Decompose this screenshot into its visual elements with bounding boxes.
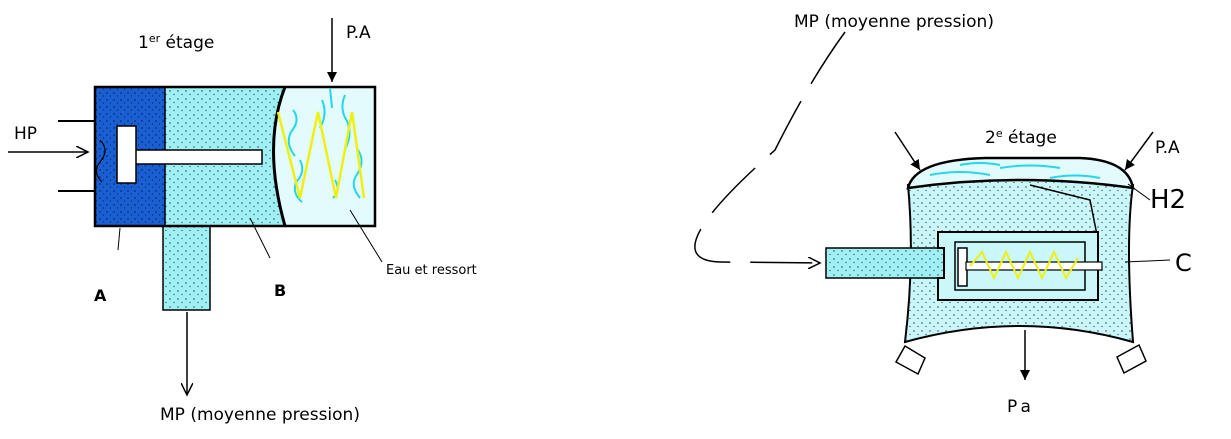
stage1-pa-label: P.A bbox=[346, 23, 371, 43]
chamber-c-label: C bbox=[1175, 249, 1192, 277]
stage1-mp-label: MP (moyenne pression) bbox=[160, 405, 360, 425]
stage1-valve-head bbox=[116, 125, 137, 184]
stage1-diaphragm bbox=[272, 86, 287, 227]
stage2-support-right bbox=[1116, 343, 1147, 375]
stage1-regulator: 1er étage P.A HP A B Eau et ressort MP (… bbox=[8, 18, 477, 425]
stage2-lever bbox=[1029, 184, 1099, 241]
stage2-title: 2e étage bbox=[985, 127, 1057, 148]
membrane-leader bbox=[1127, 183, 1151, 201]
stage2-membrane bbox=[906, 156, 1135, 190]
stage2-pa-arrow-left bbox=[894, 131, 921, 171]
chamber-b-label: B bbox=[274, 281, 286, 300]
stage2-pa-label: P.A bbox=[1155, 138, 1180, 158]
stage2-mp-inlet-curve bbox=[694, 31, 846, 263]
stage2-regulator: MP (moyenne pression) 2e étage P.A H2 C … bbox=[694, 12, 1192, 417]
stage1-valve-stem bbox=[131, 149, 263, 165]
chamber-c-leader bbox=[1124, 259, 1171, 263]
water-spring-leader bbox=[349, 209, 383, 263]
stage2-spring bbox=[969, 249, 1079, 281]
water-spring-label: Eau et ressort bbox=[386, 263, 477, 278]
stage1-spring bbox=[276, 111, 366, 199]
stage2-pa-outlet-label: Pa bbox=[1007, 397, 1035, 417]
chamber-a-label: A bbox=[94, 286, 107, 305]
chamber-b-leader bbox=[249, 217, 271, 259]
stage2-water-streaks bbox=[929, 162, 1101, 179]
chamber-a-leader bbox=[117, 227, 121, 251]
hp-label: HP bbox=[14, 124, 37, 144]
stage1-inlet-port bbox=[58, 120, 96, 192]
stage2-support-left bbox=[894, 344, 926, 376]
stage2-mp-label: MP (moyenne pression) bbox=[794, 12, 994, 32]
stage1-title: 1er étage bbox=[138, 32, 214, 53]
membrane-label: H2 bbox=[1150, 185, 1186, 215]
stage2-pa-arrow-right bbox=[1124, 131, 1154, 171]
